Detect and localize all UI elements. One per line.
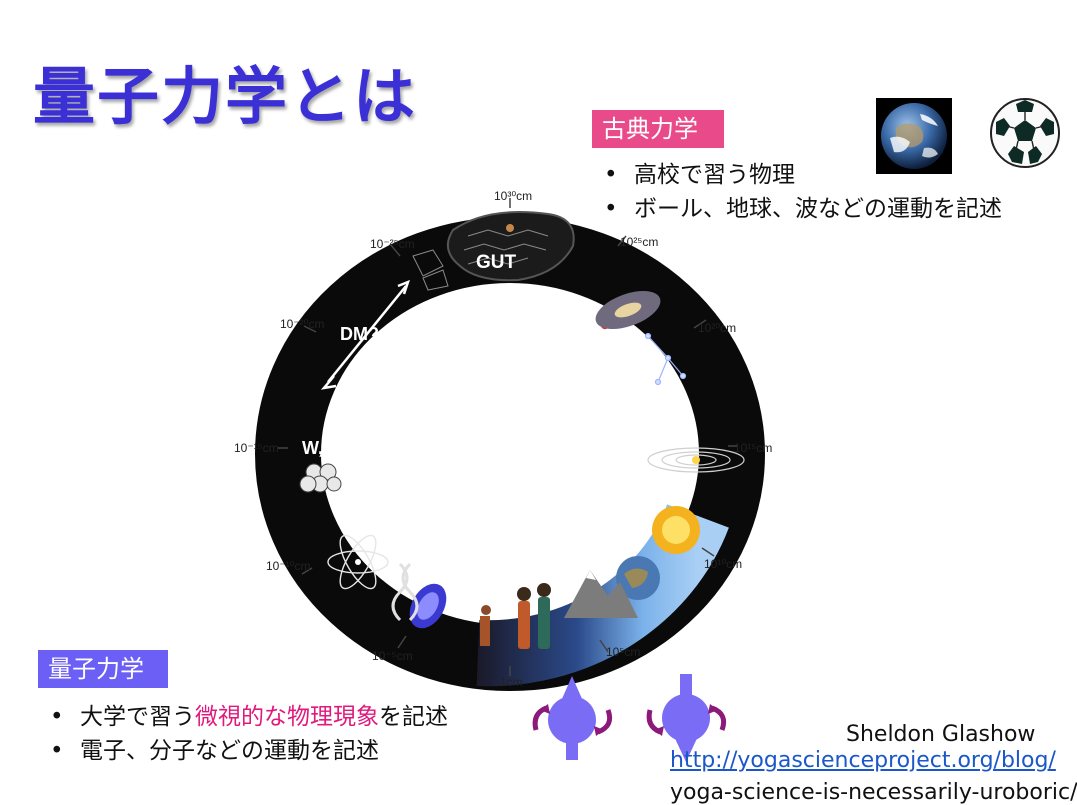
scale-label: 10²⁵cm xyxy=(620,235,658,249)
scale-label: 10²⁰cm xyxy=(698,321,736,335)
source-link-continuation: yoga-science-is-necessarily-uroboric/ xyxy=(670,780,1077,805)
scale-label: 10⁻²⁰cm xyxy=(280,317,324,331)
spin-down-icon xyxy=(640,674,732,764)
classical-bullet-list: 高校で習う物理 ボール、地球、波などの運動を記述 xyxy=(598,158,1002,226)
classical-mechanics-label: 古典力学 xyxy=(592,110,724,148)
scale-label: 10⁻⁵cm xyxy=(372,649,413,663)
earth-image xyxy=(876,98,952,174)
dm-label: DM? xyxy=(340,324,379,344)
author-credit: Sheldon Glashow xyxy=(846,722,1036,747)
scale-label: 10¹⁵cm xyxy=(734,441,772,455)
highlight-text: 微視的な物理現象 xyxy=(195,704,379,730)
scale-label: 10¹⁰cm xyxy=(704,557,742,571)
wz-label: W,Z xyxy=(302,438,334,458)
gut-label: GUT xyxy=(476,252,517,273)
soccer-ball-image xyxy=(988,96,1062,170)
classical-bullet-2: ボール、地球、波などの運動を記述 xyxy=(598,192,1002,226)
scale-label: 10⁻²⁵cm xyxy=(370,237,415,251)
slide-title: 量子力学とは xyxy=(33,60,418,133)
quantum-mechanics-label: 量子力学 xyxy=(38,650,168,688)
quantum-bullet-1: 大学で習う微視的な物理現象を記述 xyxy=(44,700,448,734)
uroboros-diagram: GUT DM? W,Z 10³⁰cm 10⁻²⁵cm 10²⁵cm 10⁻²⁰c… xyxy=(228,186,798,698)
snake-head xyxy=(446,211,575,282)
scale-label: 10⁻¹⁵cm xyxy=(234,441,279,455)
quantum-bullet-list: 大学で習う微視的な物理現象を記述 電子、分子などの運動を記述 xyxy=(44,700,448,768)
scale-label: 10⁻¹⁰cm xyxy=(266,559,310,573)
scale-label: 1cm xyxy=(500,675,523,689)
scale-label: 10³⁰cm xyxy=(494,189,532,203)
quantum-bullet-2: 電子、分子などの運動を記述 xyxy=(44,734,448,768)
scale-label: 10⁵cm xyxy=(606,645,640,659)
source-link[interactable]: http://yogascienceproject.org/blog/ xyxy=(670,748,1056,773)
classical-bullet-1: 高校で習う物理 xyxy=(598,158,1002,192)
spin-up-icon xyxy=(526,674,618,764)
